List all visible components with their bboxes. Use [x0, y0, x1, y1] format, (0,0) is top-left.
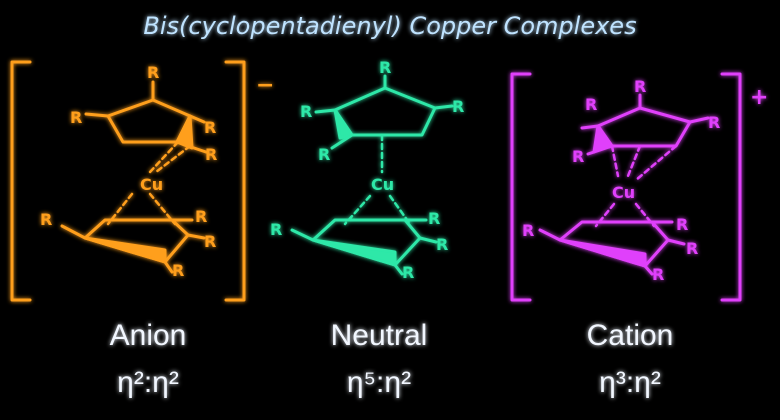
neutral-r-label-5: R [270, 220, 282, 239]
complex-labels: Anion η²:η² Neutral η⁵:η² Cation η³:η² [110, 319, 674, 399]
neutral-hapticity: η⁵:η² [347, 366, 411, 399]
anion-right-bracket [224, 60, 246, 302]
anion-upper-ring [106, 98, 192, 144]
anion-r-label-3: R [204, 118, 216, 137]
anion-r-label-6: R [195, 207, 207, 226]
cation-cu-label: Cu [612, 183, 635, 202]
anion-left-bracket [10, 60, 32, 302]
neutral-complex [290, 74, 454, 276]
anion-complex [10, 60, 246, 302]
anion-charge: − [256, 73, 274, 98]
neutral-r-label-6: R [428, 209, 440, 228]
cation-r-label-3: R [708, 113, 720, 132]
neutral-cu-label: Cu [371, 175, 394, 194]
cation-lower-wedge [558, 238, 647, 268]
neutral-r-label-1: R [379, 58, 391, 77]
cation-upper-ring [596, 106, 692, 148]
cation-r-label-5: R [522, 221, 534, 240]
cation-complex [510, 72, 742, 302]
cation-r-label-1: R [634, 77, 646, 96]
neutral-upper-wedge [333, 108, 354, 140]
neutral-r-label-7: R [436, 235, 448, 254]
anion-r-label-1: R [147, 63, 159, 82]
cation-r-label-4: R [572, 147, 584, 166]
anion-atom-labels: Cu R R R R R R R R [40, 63, 217, 280]
anion-hapticity: η²:η² [117, 366, 179, 399]
neutral-name: Neutral [331, 319, 428, 352]
anion-r-label-4: R [205, 145, 217, 164]
cation-name: Cation [587, 319, 674, 352]
cation-charge: + [750, 85, 768, 110]
anion-cu-label: Cu [140, 175, 163, 194]
cation-hapticity: η³:η² [599, 366, 661, 399]
anion-r-label-2: R [70, 108, 82, 127]
anion-r-label-5: R [40, 210, 52, 229]
cation-left-bracket [510, 72, 532, 302]
anion-name: Anion [110, 319, 187, 352]
neutral-r-label-2: R [452, 97, 464, 116]
neutral-r-label-4: R [318, 145, 330, 164]
cation-right-bracket [720, 72, 742, 302]
anion-upper-wedge [175, 114, 194, 150]
cation-r-label-7: R [686, 239, 698, 258]
neutral-lower-wedge [311, 238, 397, 267]
cation-r-label-2: R [585, 95, 597, 114]
cation-upper-wedge [592, 124, 614, 154]
anion-r-label-7: R [204, 232, 216, 251]
neutral-atom-labels: Cu R R R R R R R R [270, 58, 464, 282]
anion-lower-wedge [83, 236, 167, 264]
neutral-r-label-8: R [402, 263, 414, 282]
cation-r-label-6: R [676, 215, 688, 234]
cation-atom-labels: Cu R R R R R R R R [522, 77, 720, 284]
figure-title: Bis(cyclopentadienyl) Copper Complexes [143, 12, 636, 40]
cation-r-label-8: R [652, 265, 664, 284]
anion-r-label-8: R [172, 261, 184, 280]
neutral-r-label-3: R [300, 102, 312, 121]
neutral-upper-ring [333, 86, 437, 137]
